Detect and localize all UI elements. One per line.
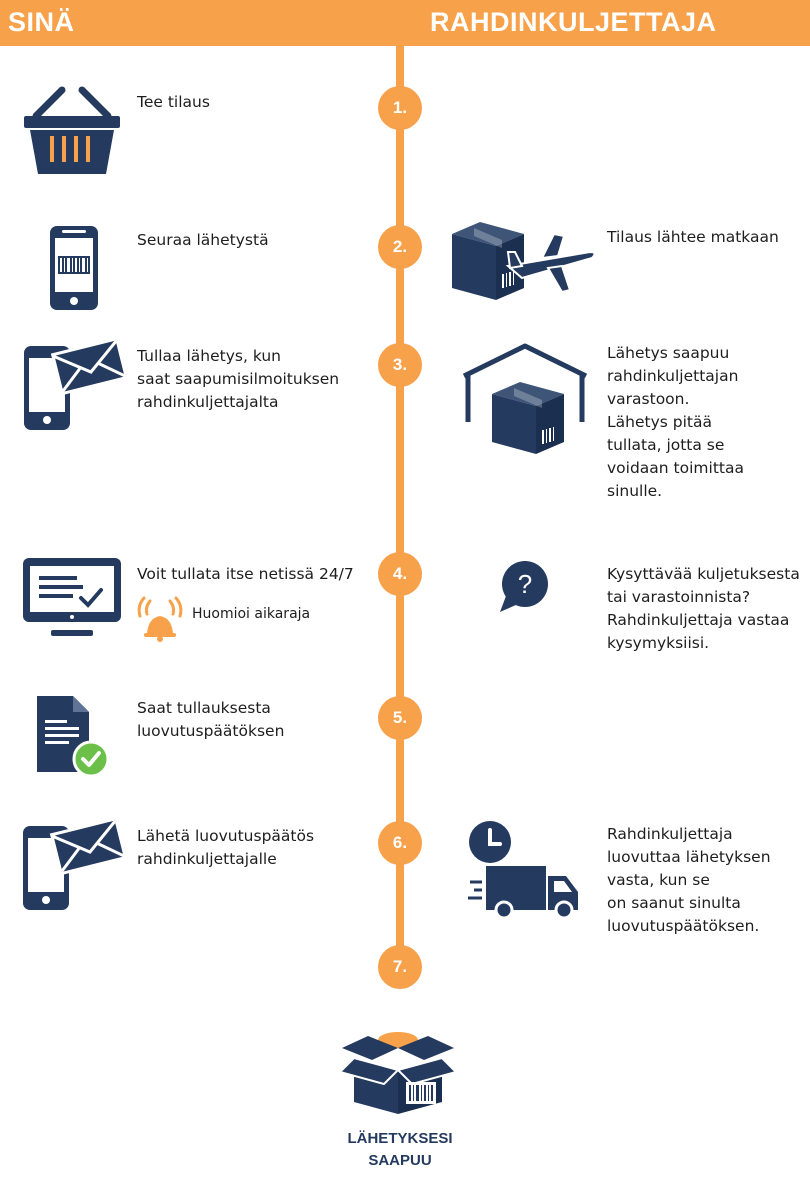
- right-step2-text: Tilaus lähtee matkaan: [607, 228, 779, 246]
- svg-text:?: ?: [518, 569, 532, 599]
- timeline-line: [396, 46, 404, 986]
- step-4: 4.: [378, 552, 422, 596]
- phone-mail-icon: [24, 340, 124, 430]
- left-step1-text: Tee tilaus: [137, 93, 210, 111]
- step-1: 1.: [378, 86, 422, 130]
- alarm-bell-icon: [137, 596, 183, 642]
- step-6: 6.: [378, 821, 422, 865]
- box-plane-icon: [452, 222, 596, 300]
- monitor-check-icon: [23, 558, 121, 636]
- shopping-basket-icon: [24, 86, 120, 174]
- header-you: SINÄ: [8, 7, 75, 37]
- truck-clock-icon: [468, 821, 578, 918]
- header-carrier: RAHDINKULJETTAJA: [430, 7, 717, 37]
- open-box-icon: [340, 1032, 456, 1114]
- phone-barcode-icon: [50, 226, 98, 310]
- document-check-icon: [37, 696, 109, 778]
- warehouse-box-icon: [462, 343, 588, 454]
- step-7: 7.: [378, 945, 422, 989]
- phone-mail-icon-2: [23, 820, 123, 910]
- left-step2-text: Seuraa lähetystä: [137, 231, 269, 249]
- step-3: 3.: [378, 343, 422, 387]
- header-bar: SINÄ RAHDINKULJETTAJA: [0, 0, 810, 46]
- deadline-note: Huomioi aikaraja: [192, 606, 311, 622]
- step-5: 5.: [378, 696, 422, 740]
- left-step4-text: Voit tullata itse netissä 24/7: [137, 565, 354, 583]
- step-2: 2.: [378, 225, 422, 269]
- question-chat-icon: ?: [500, 561, 548, 612]
